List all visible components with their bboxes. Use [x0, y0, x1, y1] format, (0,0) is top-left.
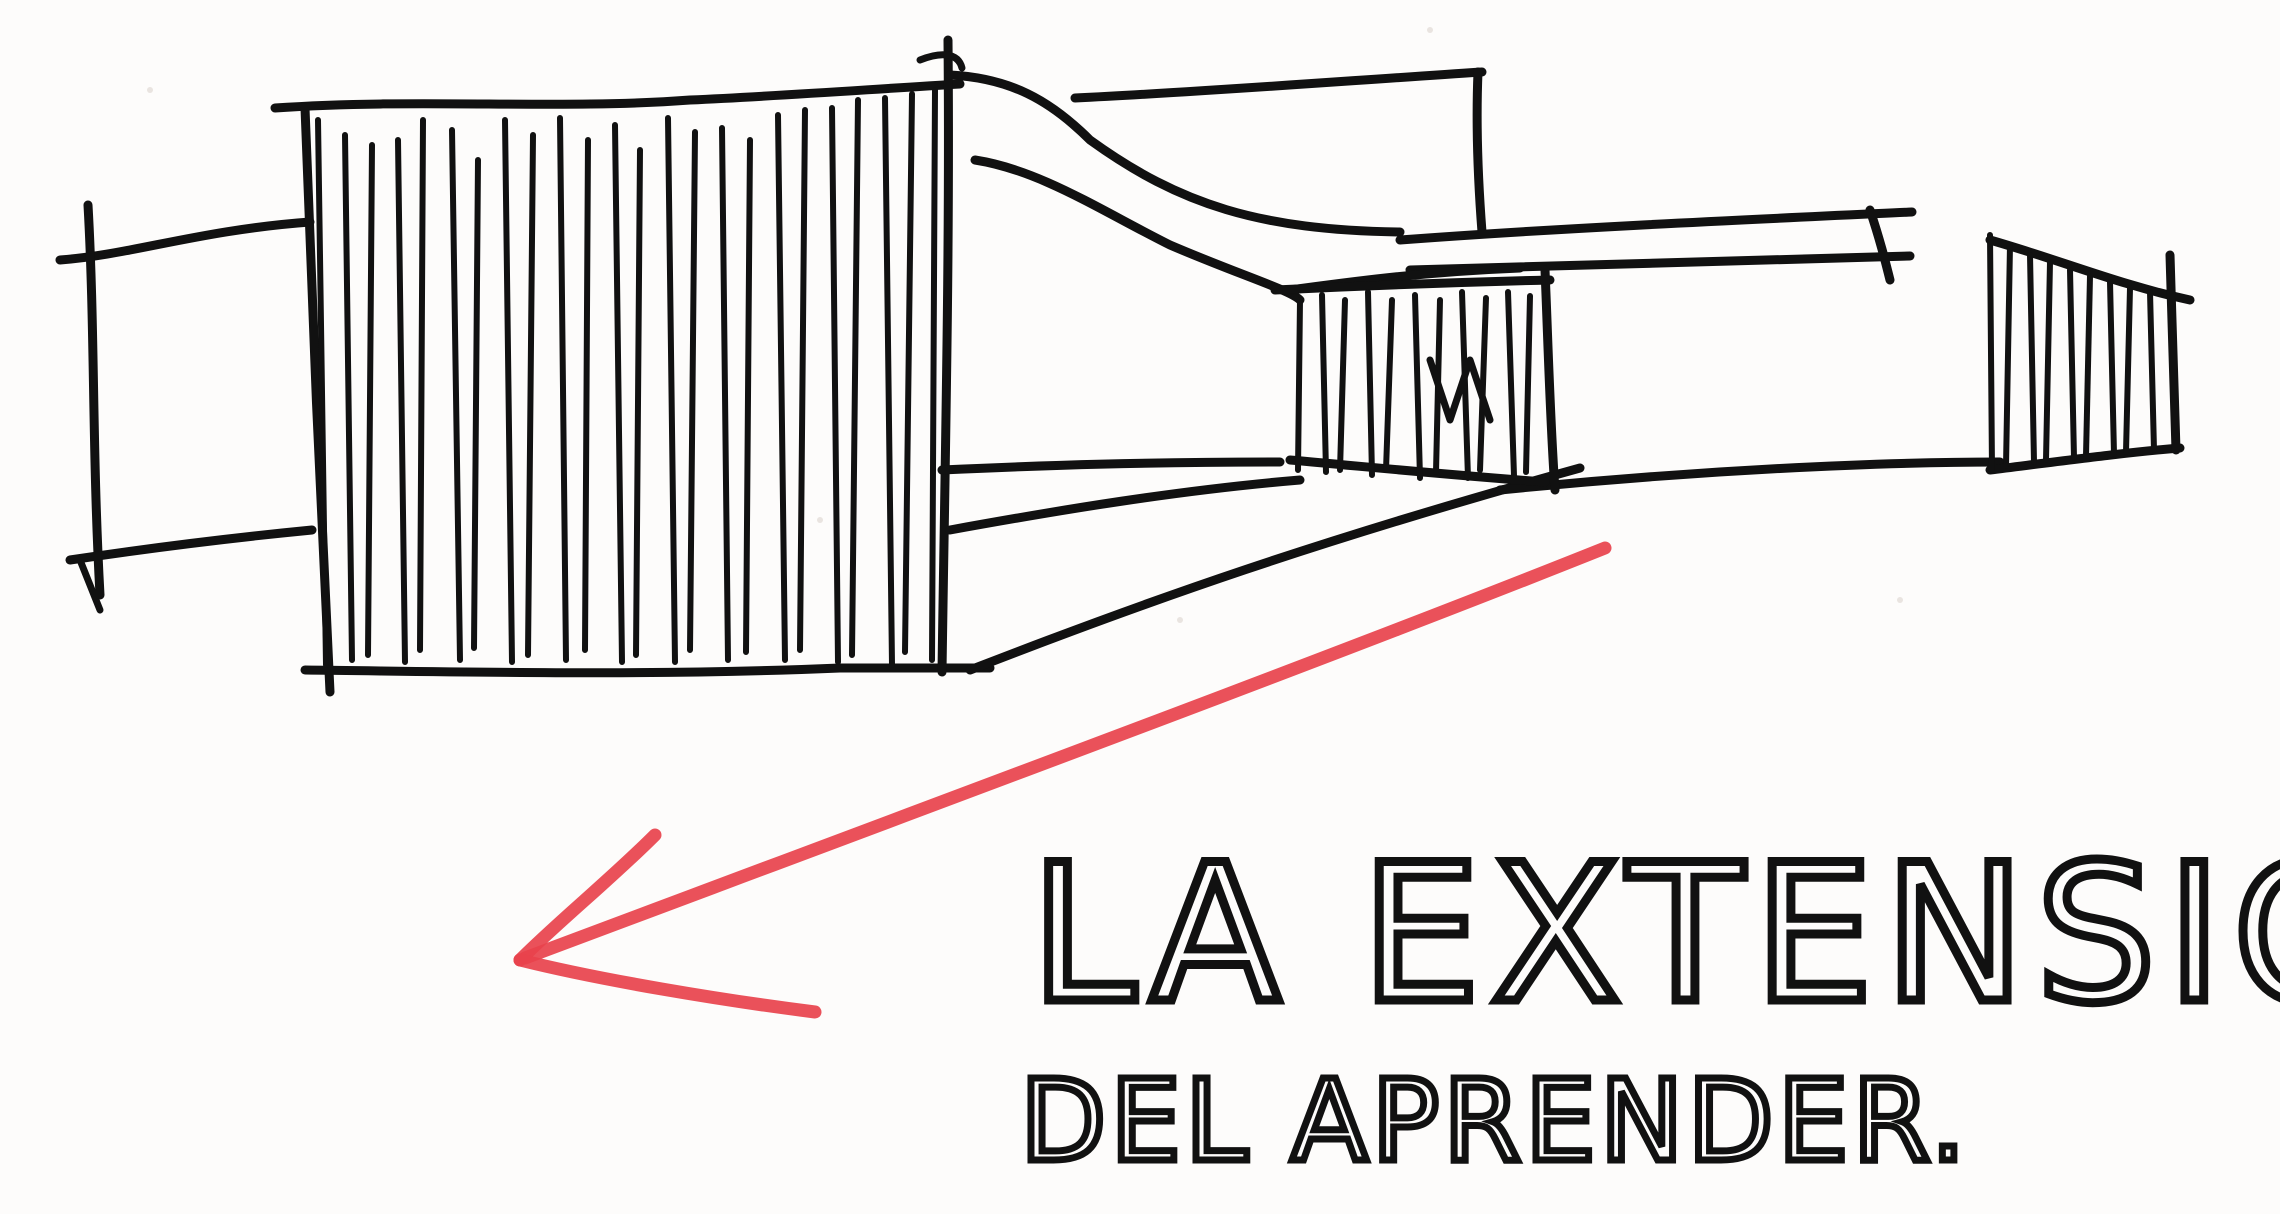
- large-hatched-volume: [270, 35, 995, 697]
- hatch-lines-middle: [1295, 289, 1533, 481]
- middle-connector: [937, 67, 2005, 675]
- left-rear-block: [55, 200, 317, 614]
- caption-line-2: DEL APRENDER.: [1020, 1057, 1970, 1187]
- caption: LA EXTENSIÓN DEL APRENDER.: [1017, 819, 2280, 1191]
- right-hatched-volume: [1985, 232, 2195, 475]
- paper-texture: [147, 27, 1903, 623]
- middle-hatched-volume: [1270, 265, 1560, 495]
- caption-line-1: LA EXTENSIÓN: [1030, 823, 2280, 1045]
- hatch-lines-right: [1987, 232, 2157, 473]
- arrow-icon: [513, 541, 1612, 1019]
- hatch-lines-large: [315, 87, 938, 668]
